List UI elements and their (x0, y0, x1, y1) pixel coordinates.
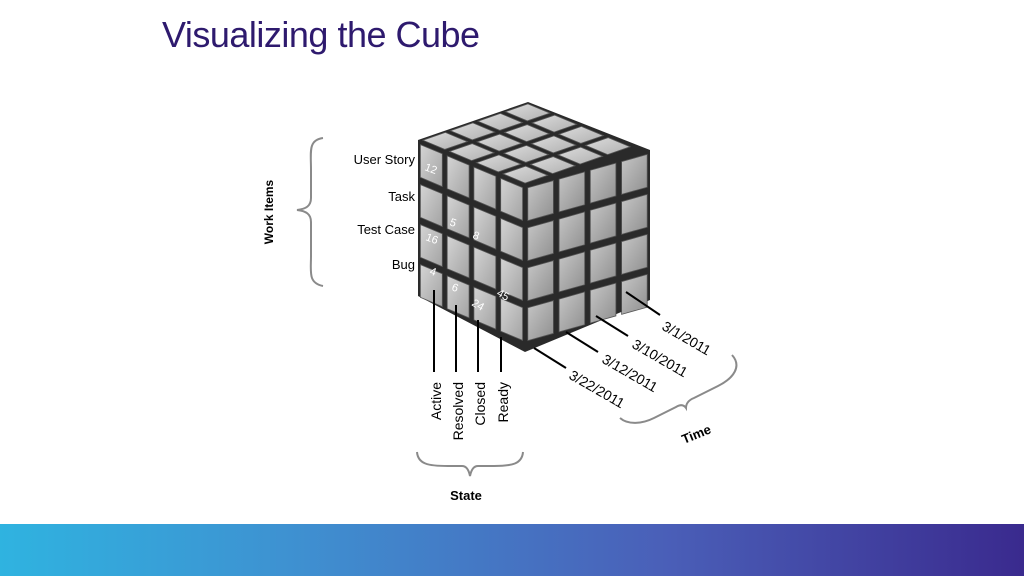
work-items-brace (296, 137, 324, 287)
work-items-axis: Work Items User Story Task Test Case Bug (262, 137, 416, 287)
cube-faces (419, 103, 648, 342)
cube-right-cell (621, 193, 648, 235)
cube-top-cell (421, 131, 469, 150)
cube-left-cell (419, 183, 443, 228)
work-item-label: Task (388, 189, 415, 204)
cube-right-cell (589, 282, 617, 324)
cube-top-cell (476, 112, 524, 131)
cube-top-cell (557, 125, 605, 144)
state-label: Ready (495, 382, 511, 422)
state-axis-title: State (450, 488, 482, 503)
state-axis: Active Resolved Closed Ready State (416, 290, 524, 503)
cube-top-cell (475, 133, 523, 152)
time-brace (619, 354, 738, 424)
cube-right-cell (527, 180, 554, 222)
cube-top-cell (584, 137, 632, 156)
work-items-axis-title: Work Items (262, 179, 276, 244)
cell-test-case-active: 16 (424, 232, 440, 247)
cell-bug-active: 4 (428, 266, 438, 279)
cell-bug-ready: 45 (495, 287, 512, 304)
cube-left-cell (500, 177, 523, 222)
cube-right-cell (621, 153, 648, 195)
cube-left-cell (419, 223, 443, 268)
cube-left-cell (419, 263, 443, 308)
cell-user-story-active: 12 (423, 162, 439, 177)
cube-left-cell (473, 246, 497, 290)
cube-left-cell (446, 235, 470, 279)
cube-left-cell (446, 155, 470, 199)
cube-top-cell (556, 146, 604, 165)
cube-top-cell (448, 143, 496, 162)
cube-top-cell (529, 156, 577, 175)
cube-left-cell (446, 195, 470, 239)
cell-test-case-resolved: 5 (448, 217, 458, 230)
time-leader-line (533, 347, 567, 369)
cell-bug-closed: 24 (470, 297, 487, 314)
state-label: Active (428, 382, 444, 420)
cube-left-cell (500, 217, 523, 262)
cube-diagram: 12 16 5 8 4 6 24 45 Work Items User Stor… (262, 102, 738, 503)
cube-right-cell (589, 202, 617, 244)
work-item-label: User Story (354, 152, 416, 167)
state-label: Resolved (450, 382, 466, 440)
cube-cell-values: 12 16 5 8 4 6 24 45 (423, 162, 511, 314)
cube-top-cell (503, 124, 551, 143)
cube-top-cell (501, 165, 549, 184)
time-axis-title: Time (680, 422, 714, 447)
state-brace (416, 451, 524, 477)
time-leader-line (595, 315, 629, 337)
cell-test-case-closed: 8 (471, 230, 481, 243)
cube-right-cell (527, 220, 554, 262)
cube-top-cell (530, 114, 578, 133)
cube-left-cell (500, 257, 523, 302)
cube-right-cell (558, 251, 586, 293)
time-leader-line (565, 331, 599, 353)
time-leader-line (625, 291, 661, 316)
cell-bug-resolved: 6 (450, 282, 460, 295)
cube-right-cell (558, 291, 586, 333)
state-label: Closed (472, 382, 488, 426)
cube-left-cell (473, 286, 497, 330)
work-item-label: Bug (392, 257, 415, 272)
cube-right-cell (558, 211, 586, 253)
cube-right-cell (621, 273, 648, 315)
cube-top-cell (449, 122, 497, 141)
cube-top-cell (504, 103, 552, 122)
cube-top-cell (502, 144, 550, 163)
slide-title: Visualizing the Cube (162, 14, 480, 55)
cube-right-cell (589, 162, 617, 204)
cube-top-cell (475, 154, 523, 173)
cube-right-cell (527, 300, 554, 342)
cube-right-cell (621, 233, 648, 275)
cube-left-cell (446, 275, 470, 319)
cube-left-cell (473, 206, 497, 250)
cube-right-cell (558, 171, 586, 213)
cube-left-cell (419, 143, 443, 188)
cube-top-cell (530, 135, 578, 154)
cube-left-cell (473, 166, 497, 210)
cube-right-cell (589, 242, 617, 284)
cube-right-cell (527, 260, 554, 302)
cube-left-cell (500, 297, 523, 342)
footer-gradient-bar (0, 524, 1024, 576)
work-item-label: Test Case (357, 222, 415, 237)
